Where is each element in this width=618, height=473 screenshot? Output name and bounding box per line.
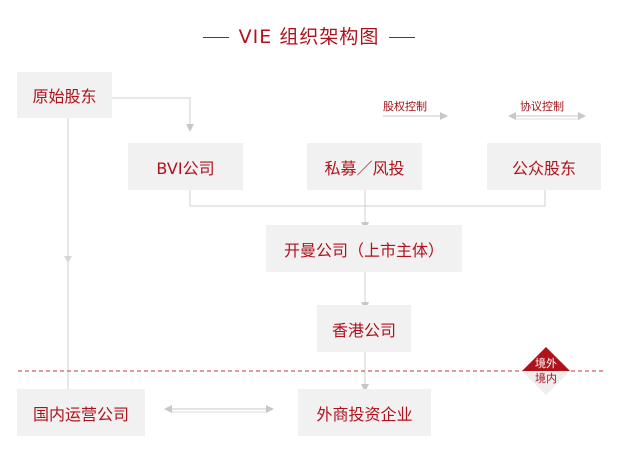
node-wfoe: 外商投资企业 — [298, 389, 431, 436]
legend-agreement-label: 协议控制 — [520, 100, 564, 113]
badge-outside-label: 境外 — [535, 357, 557, 370]
title-dash-right — [389, 37, 416, 38]
connector-bvi-down — [189, 190, 546, 207]
node-public-shareholders: 公众股东 — [487, 143, 601, 190]
connector-original-to-bvi — [112, 97, 194, 132]
node-private-equity: 私募／风投 — [307, 143, 422, 190]
page-title: VIE 组织架构图 — [0, 22, 618, 49]
node-bvi-company: BVI公司 — [128, 143, 243, 190]
node-hk-company: 香港公司 — [317, 305, 411, 352]
badge-bottom-shape — [522, 371, 570, 395]
arrow-original-down — [64, 256, 72, 263]
badge-top-shape — [522, 347, 570, 371]
title-text: VIE 组织架构图 — [238, 26, 380, 48]
node-domestic-operating: 国内运营公司 — [17, 389, 145, 436]
node-cayman-company: 开曼公司（上市主体） — [266, 225, 462, 272]
title-dash-left — [202, 37, 229, 38]
node-original-shareholders: 原始股东 — [17, 72, 112, 118]
badge-inside-label: 境内 — [535, 372, 557, 385]
border-badge: 境外 境内 — [522, 347, 570, 395]
legend-equity-label: 股权控制 — [383, 100, 427, 113]
